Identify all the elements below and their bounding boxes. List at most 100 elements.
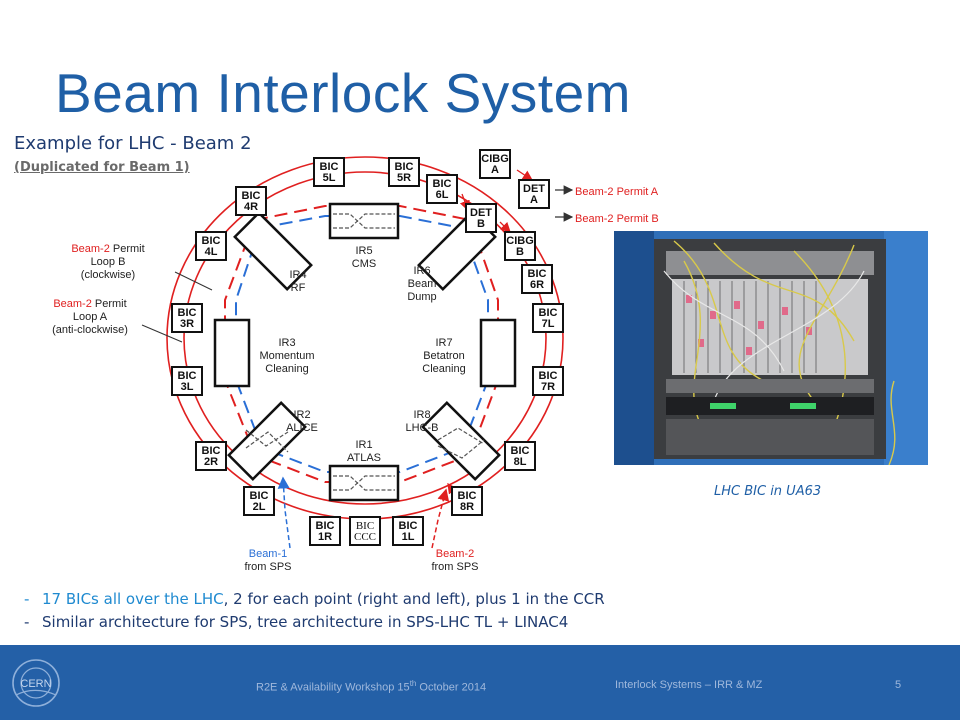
svg-text:DET: DET — [470, 207, 492, 219]
slide-subnote: (Duplicated for Beam 1) — [14, 160, 190, 175]
svg-text:2R: 2R — [204, 456, 218, 468]
svg-text:BIC: BIC — [250, 490, 269, 502]
loop-b-label-l2: Loop B — [91, 256, 126, 268]
ir6-name-1: Beam — [408, 278, 437, 290]
cibg-a-to-det-a-arrow — [516, 169, 534, 181]
svg-text:BIC: BIC — [356, 520, 374, 532]
ir7-name-1: Betatron — [423, 350, 465, 362]
ir5-id: IR5 — [355, 245, 372, 257]
ir2-name: ALICE — [286, 422, 318, 434]
permit-b-label: Beam-2 Permit B — [575, 213, 659, 225]
loop-a-leader — [141, 324, 183, 343]
ir8-name: LHC-B — [405, 422, 438, 434]
ir1-id: IR1 — [355, 439, 372, 451]
bullet-list: -17 BICs all over the LHC, 2 for each po… — [24, 588, 605, 634]
svg-text:4L: 4L — [205, 246, 218, 258]
ir8-id: IR8 — [413, 409, 430, 421]
svg-text:BIC: BIC — [528, 268, 547, 280]
svg-text:BIC: BIC — [539, 370, 558, 382]
beam-1-ring — [235, 215, 489, 473]
bic-rack-photo — [614, 231, 928, 465]
ir-box-top-left — [233, 211, 313, 291]
svg-text:5L: 5L — [323, 172, 336, 184]
det-b-to-cibg-b-arrow — [499, 221, 511, 233]
ir5-name: CMS — [352, 258, 376, 270]
svg-text:8L: 8L — [514, 456, 527, 468]
beam-2-injection-arrow — [431, 488, 450, 549]
svg-text:1L: 1L — [402, 531, 415, 543]
slide-subtitle: Example for LHC - Beam 2 — [14, 133, 252, 154]
bis-ring-diagram: IR5 CMS IR6 Beam Dump IR7 Betatron Clean… — [52, 149, 659, 573]
svg-text:BIC: BIC — [395, 161, 414, 173]
svg-text:BIC: BIC — [202, 445, 221, 457]
svg-text:BIC: BIC — [316, 520, 335, 532]
footer-bar: CERN R2E & Availability Workshop 15th Oc… — [0, 645, 960, 720]
slide-title: Beam Interlock System — [55, 62, 631, 124]
bullet-2-text: Similar architecture for SPS, tree archi… — [42, 613, 569, 631]
svg-text:6R: 6R — [530, 279, 544, 291]
ir7-name-2: Cleaning — [422, 363, 465, 375]
svg-text:BIC: BIC — [433, 178, 452, 190]
footer-workshop: R2E & Availability Workshop 15th October… — [256, 679, 487, 694]
svg-text:BIC: BIC — [399, 520, 418, 532]
loop-a-outer-ring — [183, 171, 547, 505]
loop-a-label-l3: (anti-clockwise) — [52, 324, 128, 336]
svg-text:1R: 1R — [318, 531, 332, 543]
bullet-2: -Similar architecture for SPS, tree arch… — [24, 613, 569, 631]
beam-1-injection-arrow — [277, 476, 291, 549]
ir4-name: RF — [291, 282, 306, 294]
permit-a-label: Beam-2 Permit A — [575, 186, 659, 198]
beam-1-source-l2: from SPS — [244, 561, 291, 573]
bullet-1: -17 BICs all over the LHC, 2 for each po… — [24, 590, 605, 608]
ir3-id: IR3 — [278, 337, 295, 349]
beam-2-source-l2: from SPS — [431, 561, 478, 573]
photo-caption: LHC BIC in UA63 — [714, 484, 822, 499]
ir3-name-1: Momentum — [259, 350, 314, 362]
loop-a-label-l1: Beam-2 Permit — [53, 298, 126, 310]
loop-b-leader — [174, 271, 213, 291]
svg-text:DET: DET — [523, 183, 545, 195]
ir6-name-2: Dump — [407, 291, 436, 303]
loop-b-label-l1: Beam-2 Permit — [71, 243, 144, 255]
ir6-id: IR6 — [413, 265, 430, 277]
svg-text:BIC: BIC — [511, 445, 530, 457]
svg-text:BIC: BIC — [178, 307, 197, 319]
svg-text:CIBG: CIBG — [481, 153, 509, 165]
ir1-name: ATLAS — [347, 452, 381, 464]
svg-text:7R: 7R — [541, 381, 555, 393]
ir3-name-2: Cleaning — [265, 363, 308, 375]
ir4-id: IR4 — [289, 269, 306, 281]
svg-text:2L: 2L — [253, 501, 266, 513]
svg-text:BIC: BIC — [242, 190, 261, 202]
ir-box-bottom-right — [421, 401, 501, 481]
ir-box-left — [213, 318, 251, 388]
svg-text:8R: 8R — [460, 501, 474, 513]
bullet-1-highlight: 17 BICs all over the LHC — [42, 590, 224, 608]
svg-text:4R: 4R — [244, 201, 258, 213]
loop-b-label-l3: (clockwise) — [81, 269, 135, 281]
svg-text:A: A — [491, 164, 499, 176]
svg-text:CIBG: CIBG — [506, 235, 534, 247]
svg-text:3R: 3R — [180, 318, 194, 330]
ir2-id: IR2 — [293, 409, 310, 421]
svg-text:BIC: BIC — [320, 161, 339, 173]
svg-text:5R: 5R — [397, 172, 411, 184]
footer-center: Interlock Systems – IRR & MZ — [615, 679, 763, 691]
ir-box-bottom — [328, 464, 400, 502]
cern-logo: CERN — [12, 659, 60, 707]
svg-text:B: B — [516, 246, 524, 258]
